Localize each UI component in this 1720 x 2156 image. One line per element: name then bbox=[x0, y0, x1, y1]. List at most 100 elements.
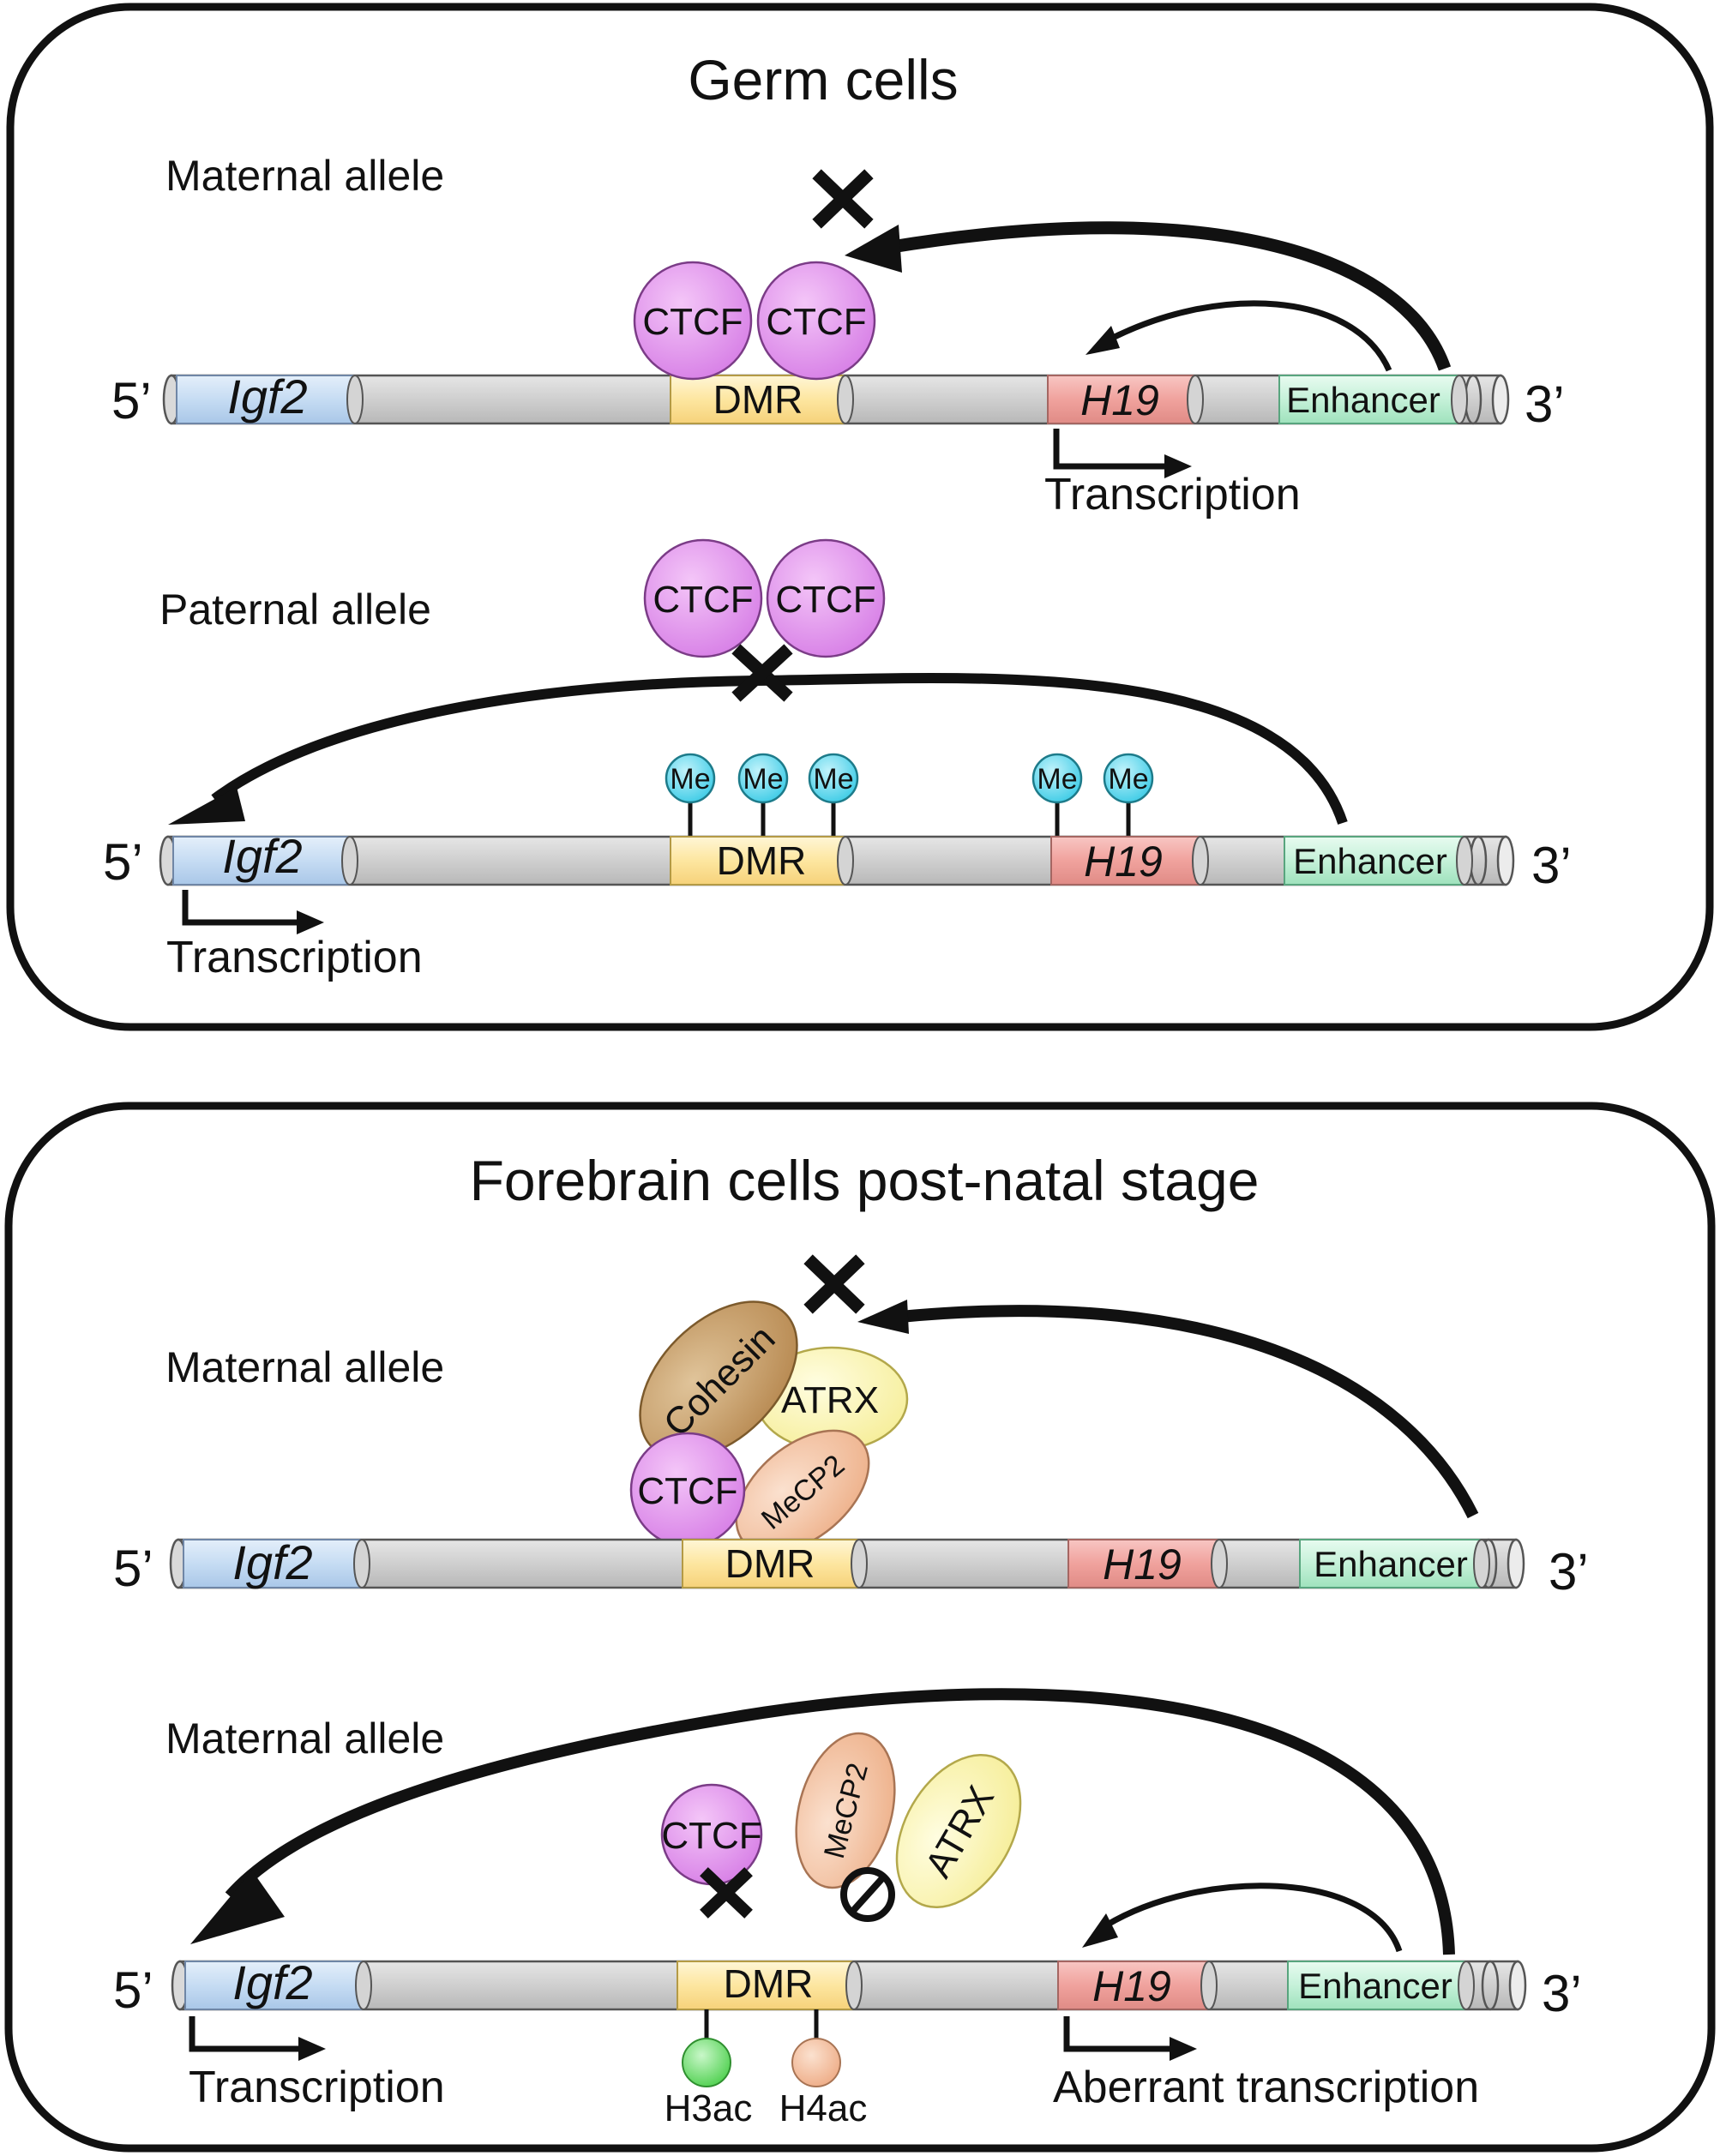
transcription-arrow-icon bbox=[189, 2016, 300, 2052]
three-prime-label: 3’ bbox=[1531, 837, 1572, 894]
loop-arrow-icon bbox=[211, 672, 1348, 825]
h19-segment bbox=[1067, 1539, 1220, 1588]
blocked-enhancer-arrow bbox=[899, 1305, 1479, 1519]
h19-label: H19 bbox=[1103, 1540, 1182, 1588]
transcription-arrow-icon bbox=[1053, 429, 1168, 470]
enhancer-segment bbox=[1278, 375, 1460, 424]
ctcf-label: CTCF bbox=[637, 1470, 737, 1512]
five-prime-label: 5’ bbox=[111, 372, 152, 429]
ctcf-protein bbox=[756, 261, 876, 381]
acetylation-marks bbox=[704, 2009, 819, 2040]
chromosome-forebrain-maternal-2 bbox=[171, 1960, 1527, 2011]
me-mark bbox=[1103, 753, 1154, 804]
transcription-arrow-icon bbox=[182, 890, 300, 926]
chromosome-forebrain-maternal-1 bbox=[169, 1538, 1525, 1589]
five-prime-label: 5’ bbox=[103, 833, 143, 891]
ctcf-label: CTCF bbox=[661, 1815, 761, 1857]
allele-label: Maternal allele bbox=[165, 152, 444, 200]
arrow-head bbox=[1086, 326, 1120, 355]
loop-arrow-icon bbox=[225, 1688, 1455, 1955]
transcription-label: Transcription bbox=[189, 2063, 445, 2112]
ctcf-protein bbox=[633, 261, 753, 381]
me-mark bbox=[665, 753, 716, 804]
me-label: Me bbox=[813, 763, 853, 796]
me-label: Me bbox=[743, 763, 783, 796]
allele-label: Maternal allele bbox=[165, 1715, 444, 1763]
h4ac-mark bbox=[791, 2038, 841, 2087]
panel-title: Germ cells bbox=[688, 48, 958, 111]
enhancer-label: Enhancer bbox=[1298, 1966, 1452, 2006]
ctcf-protein bbox=[766, 538, 886, 658]
prohibition-icon bbox=[840, 1867, 895, 1922]
enhancer-label: Enhancer bbox=[1314, 1544, 1468, 1584]
arrow-head bbox=[1164, 454, 1192, 478]
ctcf-label: CTCF bbox=[653, 579, 753, 621]
enhancer-label: Enhancer bbox=[1293, 841, 1447, 881]
mecp2-protein bbox=[795, 1732, 896, 1889]
three-prime-label: 3’ bbox=[1542, 1965, 1582, 2022]
h19-segment bbox=[1047, 375, 1196, 424]
dmr-segment bbox=[677, 1961, 855, 2010]
me-label: Me bbox=[670, 763, 710, 796]
enhancer-h19-arrow bbox=[1104, 1883, 1403, 1953]
three-prime-label: 3’ bbox=[1549, 1543, 1589, 1600]
five-prime-label: 5’ bbox=[113, 1540, 153, 1597]
me-mark bbox=[1031, 753, 1083, 804]
me-mark bbox=[808, 753, 859, 804]
me-label: Me bbox=[1037, 763, 1077, 796]
enhancer-segment bbox=[1287, 1961, 1467, 2010]
arrow-head bbox=[190, 1871, 285, 1944]
transcription-label: Transcription bbox=[1044, 470, 1301, 519]
enhancer-segment bbox=[1299, 1539, 1482, 1588]
chromosome-germ-paternal bbox=[159, 835, 1515, 886]
h19-label: H19 bbox=[1084, 838, 1163, 886]
atrx-protein bbox=[895, 1754, 1022, 1908]
block-x-icon bbox=[803, 1254, 865, 1314]
h19-label: H19 bbox=[1080, 376, 1159, 424]
ctcf-label: CTCF bbox=[775, 579, 875, 621]
h19-label: H19 bbox=[1092, 1962, 1171, 2010]
h3ac-label: H3ac bbox=[665, 2087, 753, 2129]
transcription-label: Transcription bbox=[166, 933, 423, 982]
me-label: Me bbox=[1108, 763, 1148, 796]
aberrant-transcription-label: Aberrant transcription bbox=[1053, 2063, 1479, 2112]
enhancer-segment bbox=[1284, 836, 1465, 886]
igf2-segment bbox=[184, 1961, 364, 2010]
h4ac-label: H4ac bbox=[779, 2087, 868, 2129]
dmr-label: DMR bbox=[713, 377, 803, 422]
igf2-label: Igf2 bbox=[227, 369, 307, 423]
dmr-segment bbox=[682, 1539, 860, 1588]
dmr-label: DMR bbox=[717, 838, 807, 883]
dmr-label: DMR bbox=[725, 1541, 815, 1586]
dmr-label: DMR bbox=[724, 1961, 814, 2006]
five-prime-label: 5’ bbox=[113, 1961, 153, 2019]
transcription-arrow-icon bbox=[1063, 2016, 1171, 2052]
panel-forebrain-frame bbox=[4, 1102, 1716, 2153]
arrow-head bbox=[298, 2037, 326, 2061]
panel-title: Forebrain cells post-natal stage bbox=[470, 1149, 1260, 1212]
panel-germ-cells-frame bbox=[6, 3, 1714, 1031]
block-x-icon bbox=[812, 169, 874, 229]
arrow-head bbox=[1170, 2037, 1197, 2061]
arrow-head bbox=[857, 1300, 909, 1334]
block-x-icon bbox=[700, 1867, 753, 1919]
methyl-marks bbox=[688, 799, 1131, 837]
igf2-label: Igf2 bbox=[232, 1535, 312, 1589]
atrx-label: ATRX bbox=[781, 1379, 879, 1421]
igf2-label: Igf2 bbox=[232, 1955, 312, 2009]
block-x-icon bbox=[731, 644, 793, 702]
allele-label: Paternal allele bbox=[159, 586, 431, 634]
ctcf-label: CTCF bbox=[642, 301, 743, 343]
arrow-head bbox=[1082, 1913, 1118, 1948]
ctcf-protein bbox=[643, 538, 763, 658]
h19-segment bbox=[1050, 836, 1201, 886]
arrow-head bbox=[168, 787, 245, 825]
dmr-segment bbox=[670, 375, 846, 424]
dmr-segment bbox=[670, 836, 846, 886]
three-prime-label: 3’ bbox=[1525, 375, 1565, 433]
enhancer-h19-arrow bbox=[1104, 300, 1392, 372]
arrow-head bbox=[297, 910, 324, 934]
me-mark bbox=[737, 753, 789, 804]
igf2-label: Igf2 bbox=[222, 829, 302, 883]
